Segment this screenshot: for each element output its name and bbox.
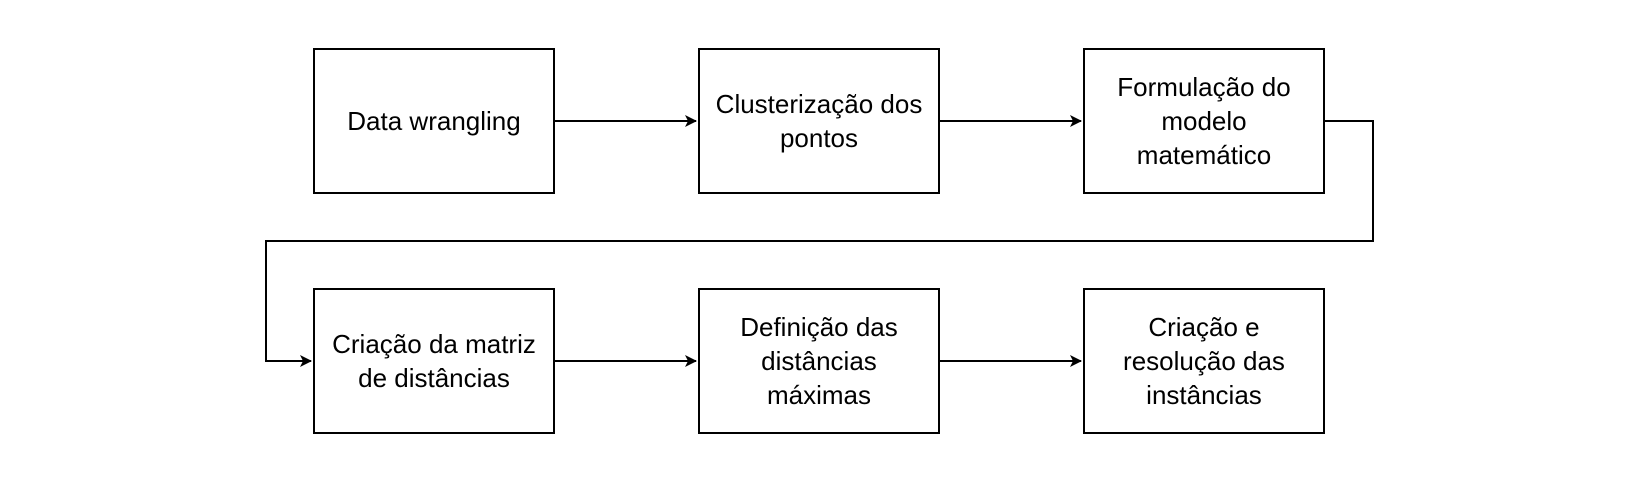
node-definicao-das-distancias: Definição das distâncias máximas xyxy=(698,288,940,434)
node-data-wrangling: Data wrangling xyxy=(313,48,555,194)
node-criacao-da-matriz: Criação da matriz de distâncias xyxy=(313,288,555,434)
edge-formulacao-to-matriz xyxy=(265,120,1374,367)
node-formulacao-do-modelo: Formulação do modelo matemático xyxy=(1083,48,1325,194)
node-criacao-e-resolucao: Criação e resolução das instâncias xyxy=(1083,288,1325,434)
node-clusterizacao-dos-pontos: Clusterização dos pontos xyxy=(698,48,940,194)
